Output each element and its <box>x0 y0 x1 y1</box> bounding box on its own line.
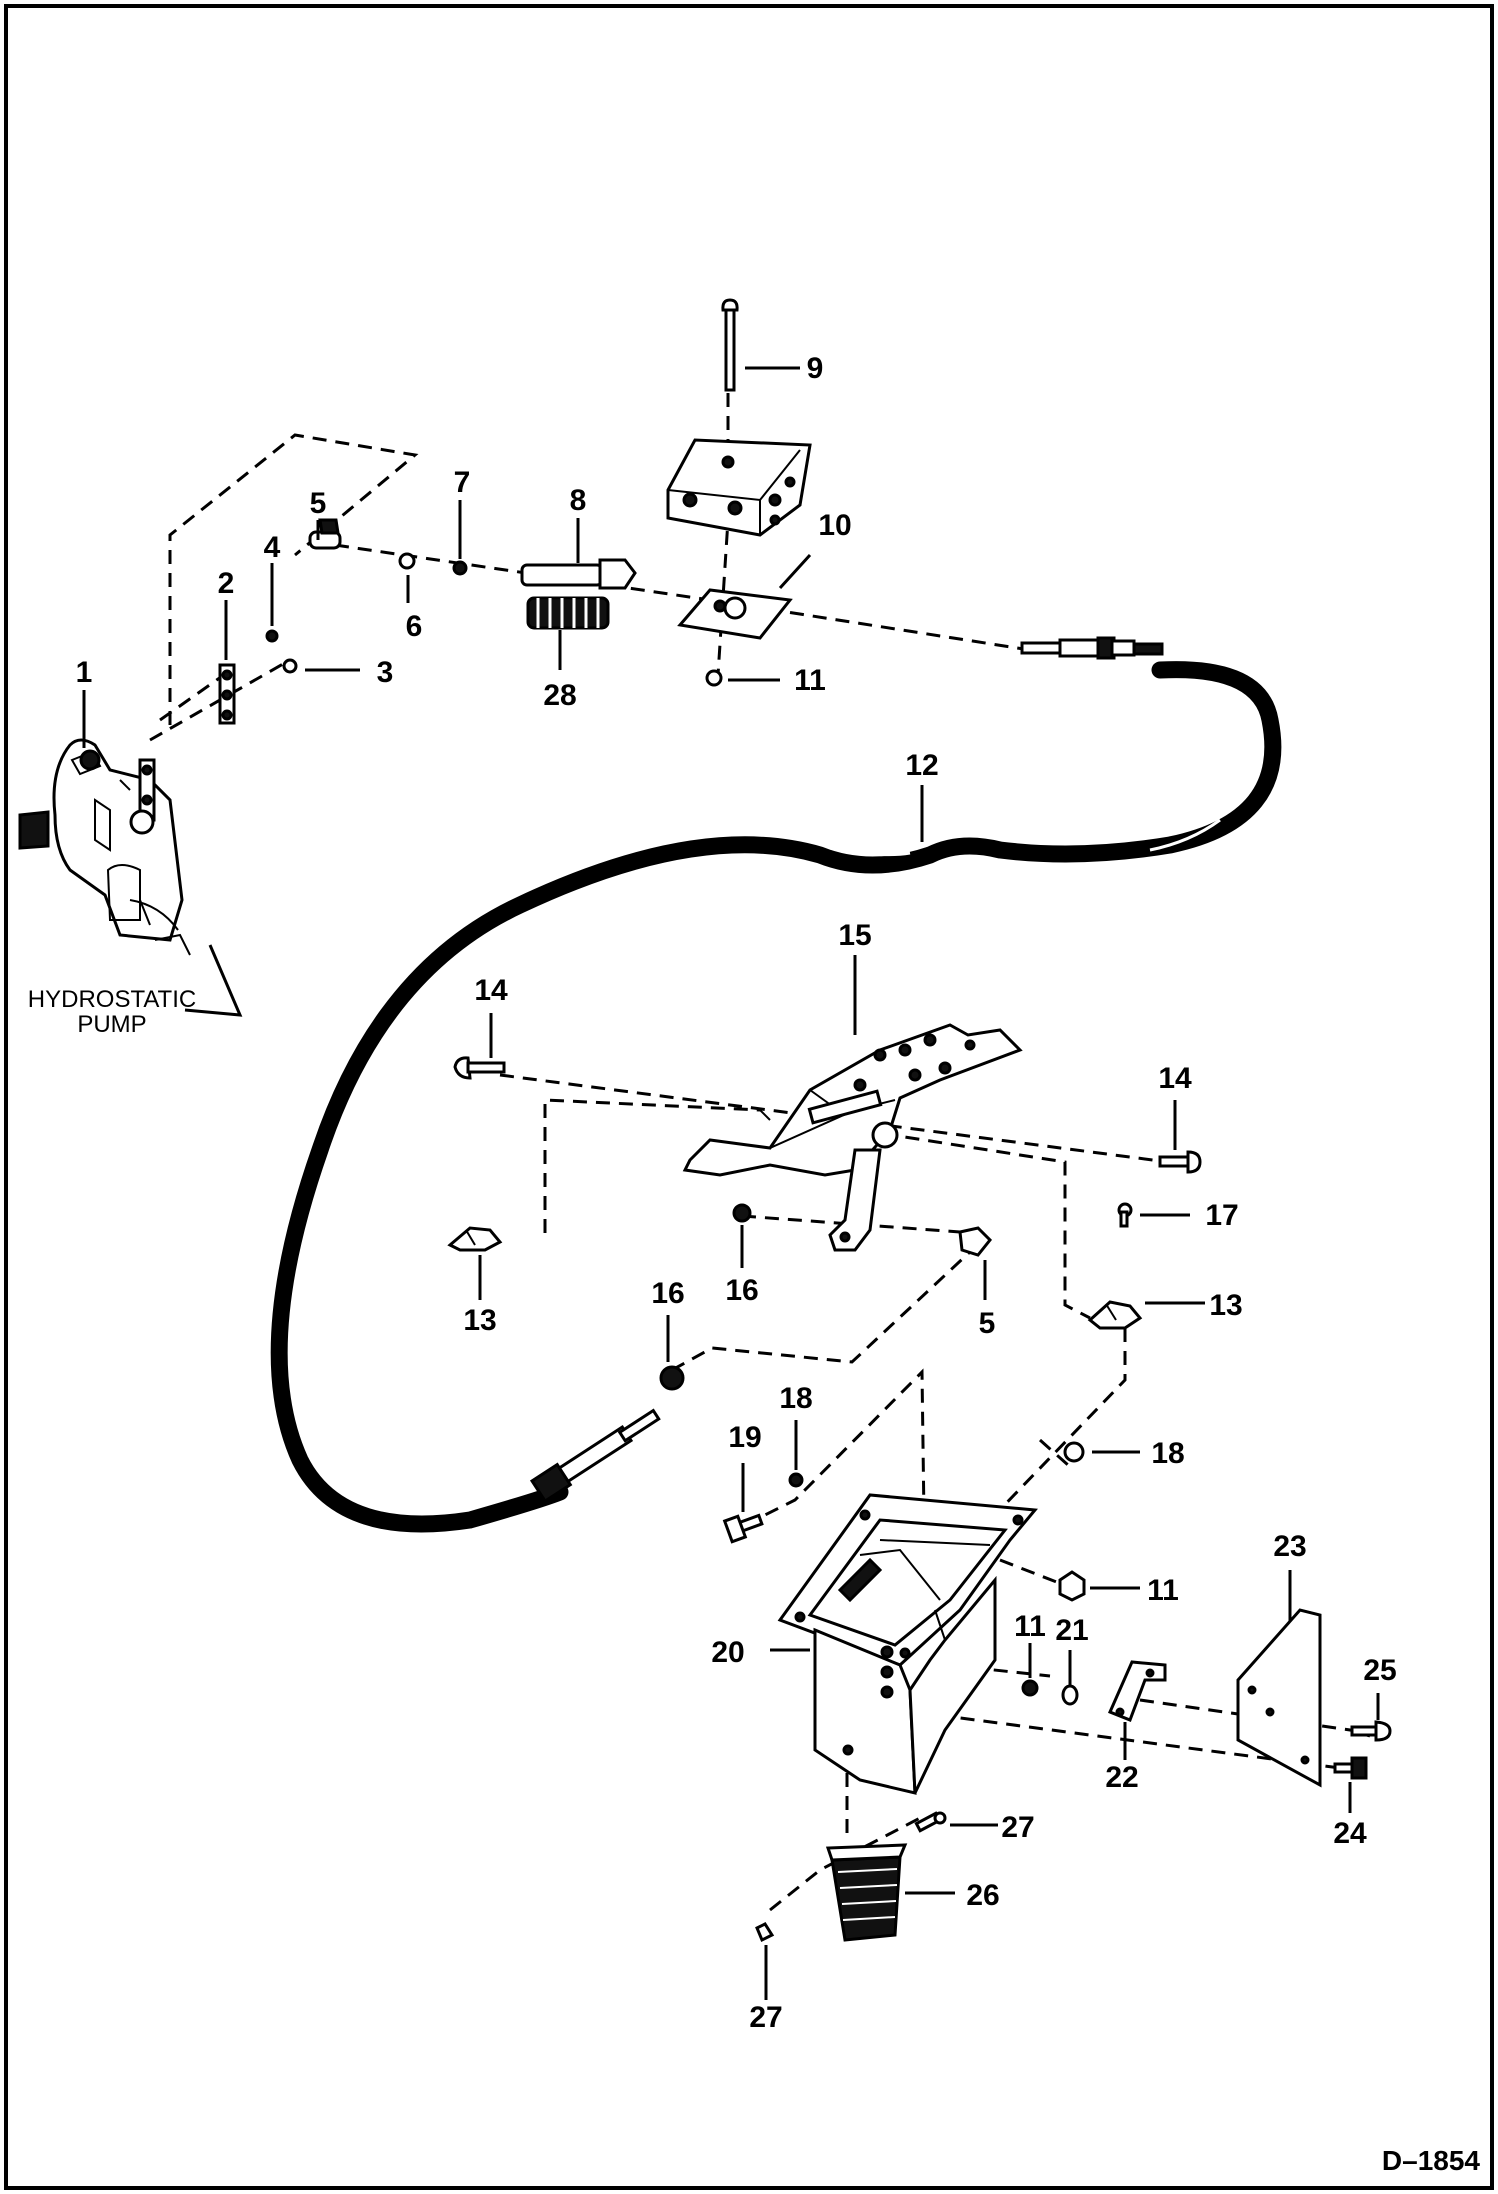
callout-14-right: 14 <box>1158 1062 1192 1095</box>
callout-27-lower: 27 <box>749 2001 782 2034</box>
callout-16-lower: 16 <box>651 1277 684 1310</box>
drawing-number: D–1854 <box>1382 2145 1481 2176</box>
callout-11-top: 11 <box>794 664 826 697</box>
callout-3: 3 <box>377 656 394 689</box>
callout-15: 15 <box>838 919 871 952</box>
callout-13-left: 13 <box>463 1304 496 1337</box>
pump-label-line2: PUMP <box>77 1011 146 1038</box>
right-hardware <box>1021 1570 1392 1788</box>
fasteners-mid <box>453 1056 1202 1391</box>
callout-11-small: 11 <box>1014 1610 1046 1643</box>
callout-18-right: 18 <box>1151 1437 1184 1470</box>
callout-2: 2 <box>218 567 235 600</box>
callout-19: 19 <box>728 1421 761 1454</box>
callout-27-upper: 27 <box>1001 1811 1034 1844</box>
callout-6: 6 <box>406 610 423 643</box>
pump-linkage-parts <box>218 518 637 725</box>
pump-label-line1: HYDROSTATIC <box>28 986 196 1013</box>
callout-25: 25 <box>1363 1654 1396 1687</box>
hydrostatic-pump <box>18 738 243 1017</box>
callout-24: 24 <box>1333 1817 1367 1850</box>
page-border <box>4 4 1494 2190</box>
callout-8: 8 <box>570 484 587 517</box>
callout-18-left: 18 <box>779 1382 812 1415</box>
callout-13-right: 13 <box>1209 1289 1242 1322</box>
callout-7: 7 <box>454 466 471 499</box>
callout-14-left: 14 <box>474 974 508 1007</box>
housing-fasteners <box>722 1441 1085 1544</box>
callout-10: 10 <box>818 509 851 542</box>
callout-12: 12 <box>905 749 938 782</box>
callout-11-right: 11 <box>1147 1574 1179 1607</box>
callout-28: 28 <box>543 679 576 712</box>
cable-anchor-block <box>666 298 812 687</box>
callout-22: 22 <box>1105 1761 1138 1794</box>
callout-5-lower: 5 <box>979 1307 996 1340</box>
leader-lines <box>82 366 1380 2000</box>
push-pull-cable <box>270 636 1282 1533</box>
pedal-housing <box>777 1493 1038 1795</box>
callout-26: 26 <box>966 1879 999 1912</box>
cable-clips <box>447 1226 1143 1330</box>
callout-4: 4 <box>264 531 281 564</box>
callout-23: 23 <box>1273 1530 1306 1563</box>
callouts: 1 2 3 4 5 6 7 8 9 10 11 12 28 14 15 14 1… <box>76 352 1397 2034</box>
callout-9: 9 <box>807 352 824 385</box>
spring <box>526 596 610 630</box>
callout-1: 1 <box>76 656 93 689</box>
callout-5-top: 5 <box>310 487 327 520</box>
pedal-bracket <box>682 1023 1023 1252</box>
callout-17: 17 <box>1205 1199 1238 1232</box>
callout-21: 21 <box>1055 1614 1088 1647</box>
callout-20: 20 <box>711 1636 744 1669</box>
pedal-pad <box>755 1811 947 1943</box>
callout-16-upper: 16 <box>725 1274 758 1307</box>
